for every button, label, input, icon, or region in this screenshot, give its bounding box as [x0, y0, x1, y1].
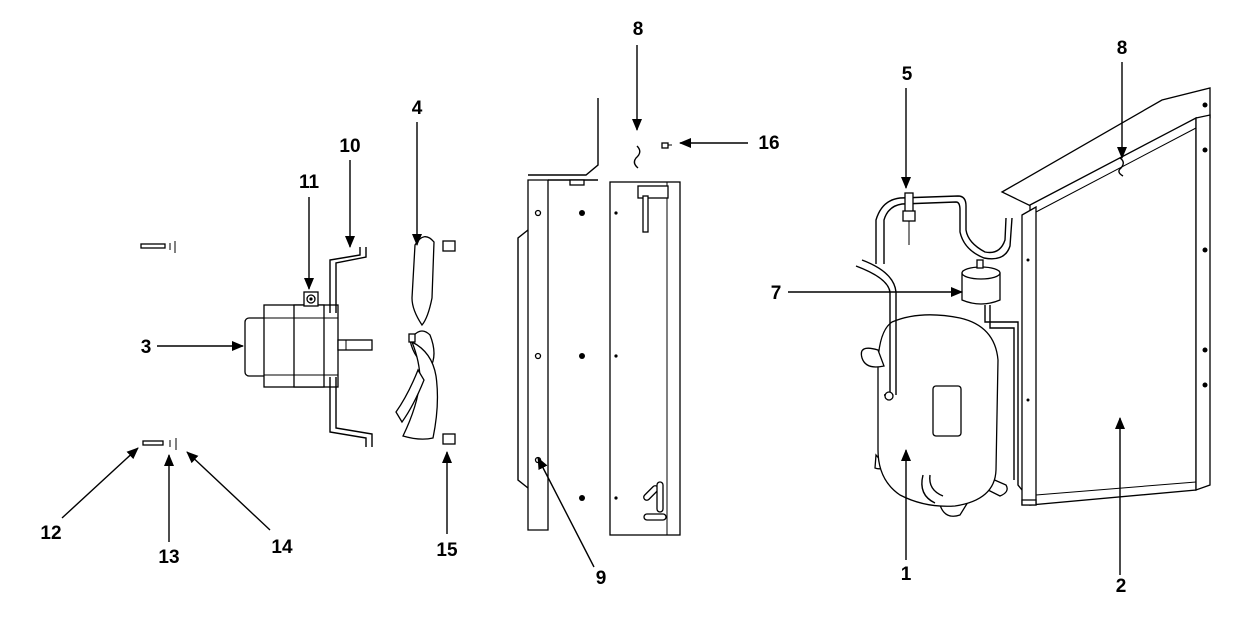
- screw-upper: [140, 241, 176, 253]
- screw-lower: [142, 438, 177, 450]
- filter-drier: [961, 259, 1001, 305]
- callout-7: 7: [771, 283, 782, 304]
- callout-4: 4: [412, 98, 423, 119]
- motor-bracket: [329, 247, 373, 447]
- callout-1: 1: [901, 564, 912, 585]
- callout-3: 3: [141, 337, 152, 358]
- callout-5: 5: [902, 64, 913, 85]
- bracket-clip: [303, 291, 319, 307]
- callout-8-shroud: 8: [633, 19, 644, 40]
- condenser-coil: [1000, 87, 1211, 506]
- valve-5: [902, 192, 916, 245]
- leader-lines: [61, 45, 1127, 575]
- callout-13: 13: [158, 547, 179, 568]
- callout-10: 10: [339, 136, 360, 157]
- leader-12: [61, 447, 139, 519]
- callout-12: 12: [40, 523, 61, 544]
- callout-9: 9: [596, 568, 607, 589]
- callout-11: 11: [299, 172, 320, 193]
- callout-14: 14: [271, 537, 293, 558]
- callout-labels: 1 2 3 4 5 7 8 8 9 10 11 12 13 14 15 16: [40, 19, 1127, 597]
- callout-15: 15: [436, 540, 458, 561]
- callout-2: 2: [1116, 576, 1127, 597]
- leader-14: [186, 451, 271, 531]
- callout-8-condenser: 8: [1117, 38, 1128, 59]
- fan-motor: [244, 304, 373, 388]
- fan-blade: [395, 236, 456, 445]
- callout-16: 16: [758, 133, 779, 154]
- leader-9: [537, 457, 595, 568]
- shroud-panel: [517, 98, 681, 536]
- tubing: [875, 195, 1023, 491]
